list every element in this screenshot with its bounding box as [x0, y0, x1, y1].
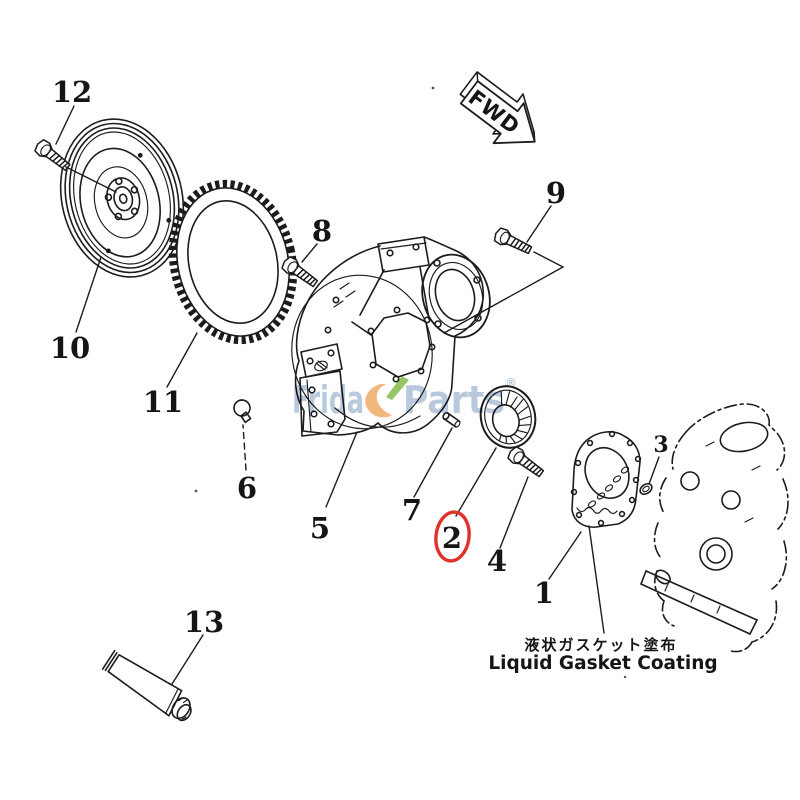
dowel-pin-part [442, 412, 461, 428]
rear-seal-plate-part [570, 430, 642, 528]
bolt-4-icon [505, 444, 547, 481]
callout-10: 10 [50, 331, 90, 365]
watermark-swoosh-green-icon [386, 376, 409, 400]
engine-block [640, 403, 789, 653]
leader-line-4 [499, 476, 529, 549]
highlight-circle [434, 510, 471, 563]
leader-line-gasket-note [588, 525, 605, 634]
leader-line-9b [443, 251, 565, 334]
callout-3: 3 [653, 432, 668, 458]
fwd-direction-arrow: FWD [459, 71, 536, 145]
leader-line-2 [455, 447, 497, 517]
gasket-tube-part [101, 649, 192, 722]
callout-7: 7 [402, 493, 422, 527]
watermark-swoosh-orange-icon [365, 384, 392, 418]
print-speck [194, 489, 198, 493]
leader-line-8 [301, 243, 318, 263]
callout-13: 13 [184, 605, 224, 639]
leader-line-1 [548, 531, 582, 580]
gasket-note-jp: 液状ガスケット塗布 [524, 636, 677, 654]
callout-11: 11 [143, 385, 183, 419]
watermark-registered-icon: ® [505, 376, 517, 390]
leader-line-13 [171, 634, 204, 685]
leader-line-7 [413, 427, 453, 498]
gasket-note-en: Liquid Gasket Coating [488, 653, 717, 674]
callout-8: 8 [312, 214, 332, 248]
leader-line-11 [166, 332, 198, 388]
leader-line-5 [325, 431, 358, 508]
plug-part [233, 399, 252, 424]
flywheel-part [59, 118, 185, 278]
callout-6: 6 [237, 471, 257, 505]
callout-4: 4 [487, 544, 507, 578]
leader-line-3 [648, 456, 660, 485]
watermark-word2: Parts [403, 378, 505, 422]
print-speck [431, 86, 435, 90]
leader-line-12a [55, 105, 75, 145]
callout-5: 5 [310, 511, 330, 545]
callout-12: 12 [52, 75, 92, 109]
print-speck [623, 675, 627, 679]
callout-1: 1 [534, 576, 554, 610]
watermark-word1: Frida [292, 378, 364, 422]
leader-line-9a [526, 205, 552, 243]
watermark: Frida Parts ® [292, 376, 517, 422]
leader-line-12b [65, 166, 117, 193]
callout-2: 2 [442, 521, 462, 555]
callout-9: 9 [546, 176, 566, 210]
leader-line-10 [75, 256, 102, 333]
flywheel-housing-part [291, 236, 491, 437]
leader-line-6 [242, 424, 247, 471]
ring-gear-part [168, 179, 298, 345]
o-ring-part [639, 482, 653, 496]
